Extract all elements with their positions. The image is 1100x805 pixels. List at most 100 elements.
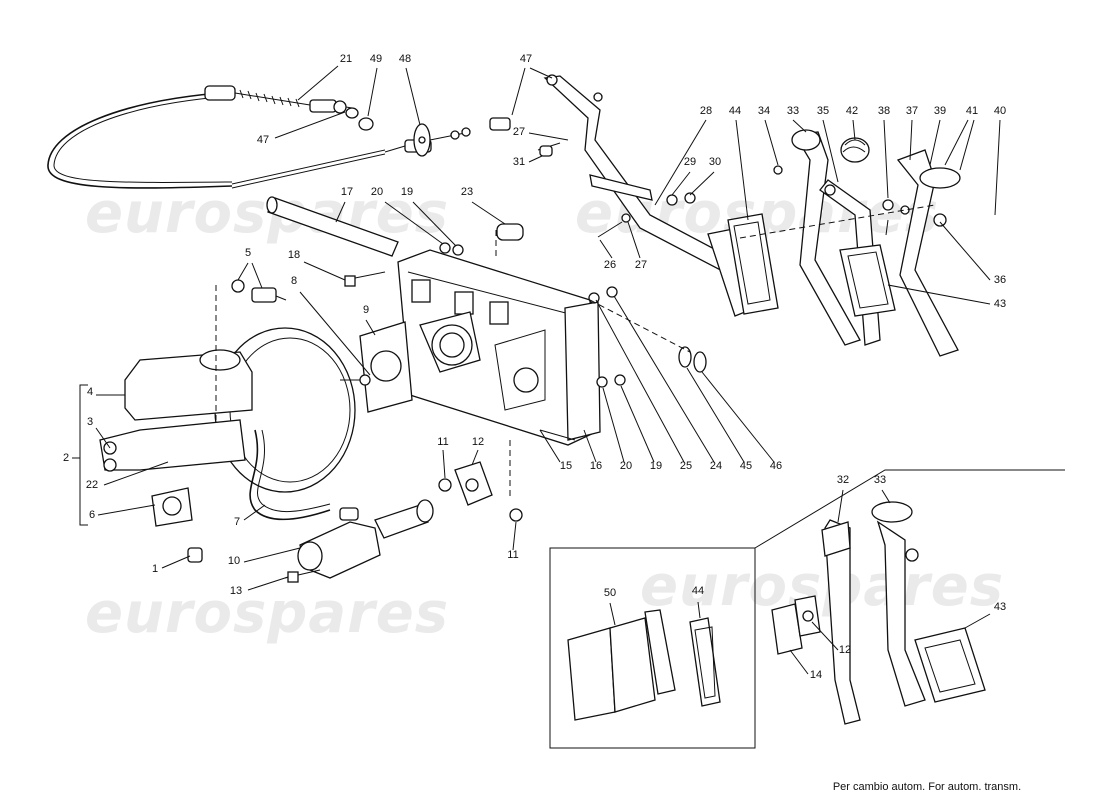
leader-line-43b: [964, 613, 991, 629]
leader-line-6: [97, 504, 156, 516]
switch-5: [231, 279, 287, 303]
clutch-cable: [47, 85, 386, 189]
leader-line-39: [929, 119, 941, 166]
leader-line-33: [792, 119, 807, 133]
callout-15: 15: [560, 460, 572, 472]
callout-11b: 11: [507, 549, 518, 561]
leader-line-5: [237, 262, 249, 281]
inset-pedal-50: [567, 609, 721, 721]
flange-6: [151, 487, 193, 527]
leader-line-44: [735, 119, 749, 221]
callout-26: 26: [604, 259, 616, 271]
leader-line-11: [442, 449, 446, 479]
callout-43b: 43: [994, 601, 1006, 613]
callout-48: 48: [399, 53, 411, 65]
leader-line-43: [887, 284, 991, 305]
callout-12b: 12: [839, 644, 851, 656]
callout-27b: 27: [635, 259, 647, 271]
leader-line-24: [613, 295, 715, 463]
callout-31: 31: [513, 156, 525, 168]
tube: [266, 196, 399, 257]
callout-12: 12: [472, 436, 484, 448]
leader-line-12b: [811, 621, 839, 651]
leader-line-15: [539, 429, 561, 463]
inset-caption: Per cambio autom. For autom. transm.: [833, 781, 1021, 793]
callout-16: 16: [590, 460, 602, 472]
callout-9: 9: [363, 304, 369, 316]
leader-lines: [95, 65, 1001, 675]
callout-10: 10: [228, 555, 240, 567]
watermark-3: eurospares: [85, 581, 449, 646]
callout-36: 36: [994, 274, 1006, 286]
fasteners-top: [344, 142, 707, 388]
callout-13: 13: [230, 585, 242, 597]
callout-43: 43: [994, 298, 1006, 310]
callout-25: 25: [680, 460, 692, 472]
leader-line-40: [994, 119, 1001, 216]
callout-33b: 33: [874, 474, 886, 486]
callout-47b: 47: [257, 134, 269, 146]
leader-line-37: [909, 119, 913, 161]
callout-44b: 44: [692, 585, 704, 597]
callout-24: 24: [710, 460, 722, 472]
leader-line-34: [764, 119, 779, 166]
leader-line-14: [789, 649, 809, 675]
callout-20: 20: [371, 186, 383, 198]
leader-line-17: [335, 201, 346, 223]
callout-27: 27: [513, 126, 525, 138]
callout-20b: 20: [620, 460, 632, 472]
group-bracket: [79, 384, 88, 526]
master-cylinder: [99, 349, 331, 521]
leader-line-29: [671, 171, 691, 196]
leader-line-21: [297, 65, 339, 101]
callout-6: 6: [89, 509, 95, 521]
callout-1: 1: [152, 563, 158, 575]
leader-line-23: [471, 201, 506, 225]
leader-line-20b: [602, 387, 625, 463]
callout-21: 21: [340, 53, 352, 65]
bleed-1: [187, 547, 203, 563]
callout-3: 3: [87, 416, 93, 428]
leader-line-44b: [697, 601, 701, 619]
callout-50: 50: [604, 587, 616, 599]
leader-line-18: [303, 261, 346, 281]
callout-35: 35: [817, 105, 829, 117]
callout-46: 46: [770, 460, 782, 472]
callout-18: 18: [288, 249, 300, 261]
leader-line-47: [529, 67, 553, 79]
leader-line-49: [367, 67, 378, 117]
leader-line-48: [405, 67, 421, 126]
leader-line-9: [365, 319, 376, 336]
leader-line-19b: [620, 385, 655, 463]
leader-line-32: [837, 489, 844, 523]
watermark-4: eurospares: [640, 554, 1004, 619]
leader-line-47b: [274, 111, 346, 139]
cable-adjuster: [358, 117, 511, 157]
leader-line-5: [251, 262, 263, 289]
watermark-group: eurospares eurospares eurospares eurospa…: [85, 181, 1004, 646]
leader-line-28: [654, 119, 707, 206]
inset-frame: [549, 469, 1065, 749]
leader-line-38: [883, 119, 889, 199]
leader-line-36: [939, 221, 991, 281]
leader-line-50: [609, 602, 616, 626]
leader-line-33b: [881, 489, 891, 504]
leader-line-41: [944, 119, 969, 166]
leader-line-12: [471, 449, 479, 466]
leader-line-19: [412, 201, 457, 247]
callout-47: 47: [520, 53, 532, 65]
callout-19: 19: [401, 186, 413, 198]
assembly-lines: [215, 230, 511, 500]
callout-34: 34: [758, 105, 770, 117]
callout-44: 44: [729, 105, 741, 117]
leader-line-45: [686, 367, 745, 463]
inset-auto-pedal: [771, 501, 986, 725]
callout-45: 45: [740, 460, 752, 472]
callout-11: 11: [437, 436, 448, 448]
leader-line-10: [243, 547, 301, 563]
leader-line-11b: [512, 521, 517, 551]
callout-23: 23: [461, 186, 473, 198]
